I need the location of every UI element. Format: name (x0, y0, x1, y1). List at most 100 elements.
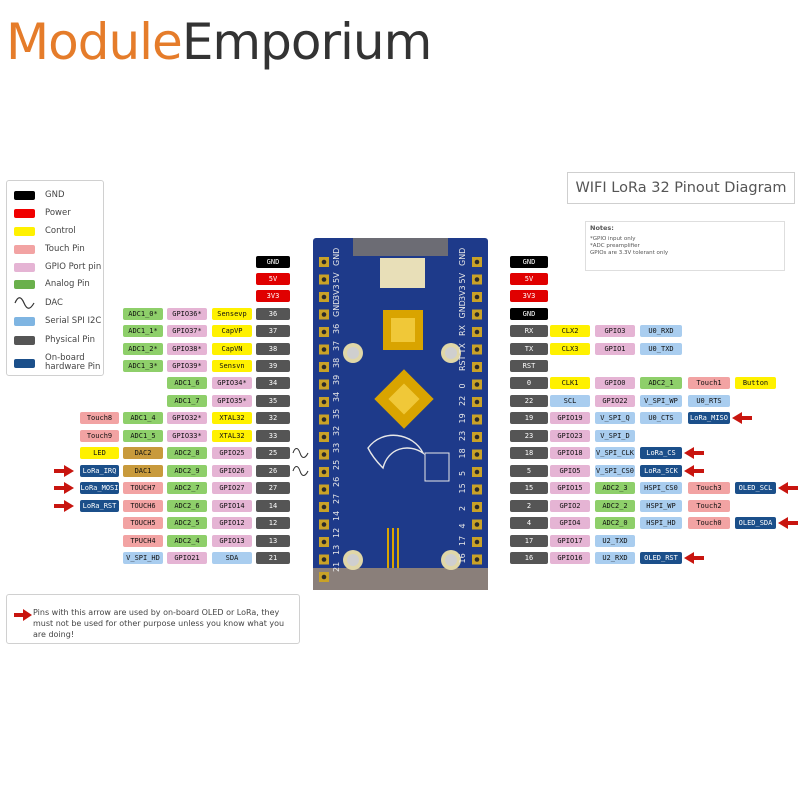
pin-label-gpio: GPIO33* (167, 430, 207, 442)
silkscreen-label: 36 (332, 324, 341, 334)
legend-swatch (14, 191, 35, 200)
pin-label-serial: V_SPI_D (595, 430, 635, 442)
pin-label-control: XTAL32 (212, 430, 252, 442)
silkscreen-label: 3V3 (332, 284, 341, 300)
pin-label-touch: TOUCH7 (123, 482, 163, 494)
legend-label: Analog Pin (45, 279, 90, 289)
legend-swatch (14, 227, 35, 236)
notes-line: *GPIO input only (590, 236, 636, 242)
pin-hole (321, 294, 327, 300)
pin-hole (321, 522, 327, 527)
silkscreen-label: 3V3 (458, 285, 467, 301)
warning-arrow-icon (14, 609, 32, 621)
pin-hole (474, 487, 480, 492)
pin-label-analog: ADC2_6 (167, 500, 207, 512)
pin-label-physical: 25 (256, 447, 290, 459)
legend-label: DAC (45, 298, 63, 308)
silkscreen-label: 33 (332, 443, 341, 453)
pin-label-physical: 2 (510, 500, 548, 512)
pin-label-onboard: LoRa_RST (80, 500, 119, 512)
silkscreen-label: 32 (332, 426, 341, 436)
pin-hole (474, 539, 480, 545)
onboard-arrow-icon (684, 552, 704, 564)
pin-label-control: CapVN (212, 343, 252, 355)
notes-line: *ADC preamplifier (590, 243, 640, 250)
pin-hole (321, 259, 327, 265)
antenna-trace (387, 528, 399, 568)
pin-label-serial: HSPI_CS0 (640, 482, 682, 494)
silkscreen-label: GND (458, 300, 467, 318)
pin-label-power: 3V3 (256, 290, 290, 302)
pin-label-physical: 16 (510, 552, 548, 564)
pin-label-serial: U0_RTS (688, 395, 730, 407)
pin-label-onboard: OLED_SDA (735, 517, 776, 529)
onboard-arrow-icon (54, 500, 74, 512)
silkscreen-label: 27 (332, 494, 341, 504)
pin-hole (321, 434, 327, 440)
pin-label-gpio: GPIO32* (167, 412, 207, 424)
pin-label-serial: U0_CTS (640, 412, 682, 424)
silkscreen-label: 25 (332, 460, 341, 470)
pin-label-onboard: LoRa_CS (640, 447, 682, 459)
pin-hole (474, 277, 480, 282)
silkscreen-label: 13 (332, 545, 341, 555)
pin-label-touch: Touch2 (688, 500, 730, 512)
dac-wave-icon (14, 297, 35, 309)
pin-label-serial: SCL (550, 395, 590, 407)
legend-label: Control (45, 226, 76, 236)
pin-label-onboard: LoRa_MOSI (80, 482, 119, 494)
logo-icon (367, 434, 425, 470)
pin-label-touch: TOUCH6 (123, 500, 163, 512)
pin-hole (474, 364, 480, 370)
pin-label-onboard: OLED_RST (640, 552, 682, 564)
pin-label-analog: ADC1_7 (167, 395, 207, 407)
pin-hole (474, 312, 480, 317)
pin-hole (321, 399, 327, 405)
pin-label-analog: ADC1_2* (123, 343, 163, 355)
pin-label-gpio: GPIO2 (550, 500, 590, 512)
pin-label-physical: 15 (510, 482, 548, 494)
pin-label-physical: 21 (256, 552, 290, 564)
legend-label: GPIO Port pin (45, 262, 102, 272)
pin-label-analog: ADC2_4 (167, 535, 207, 547)
pin-label-analog: ADC2_2 (595, 500, 635, 512)
pin-hole (474, 294, 480, 300)
pin-label-gnd: GND (510, 308, 548, 320)
pin-label-control: CapVP (212, 325, 252, 337)
onboard-arrow-icon (684, 465, 704, 477)
legend-swatch (14, 280, 35, 289)
legend-swatch (14, 263, 35, 272)
pin-hole (321, 539, 327, 545)
pin-label-gpio: GPIO17 (550, 535, 590, 547)
pin-label-analog: ADC2_5 (167, 517, 207, 529)
pin-label-gnd: GND (510, 256, 548, 268)
pin-label-gpio: GPIO39* (167, 360, 207, 372)
pin-label-serial: U0_RXD (640, 325, 682, 337)
pin-label-onboard: LoRa_MISO (688, 412, 730, 424)
pin-label-physical: 36 (256, 308, 290, 320)
mounting-hole-center (347, 347, 359, 359)
pin-label-analog: ADC2_9 (167, 465, 207, 477)
pin-label-physical: 19 (510, 412, 548, 424)
silkscreen-label: 15 (458, 483, 467, 493)
onboard-arrow-icon (54, 482, 74, 494)
pin-hole (321, 312, 327, 317)
legend-swatch (14, 359, 35, 368)
silkscreen-label: 19 (458, 413, 467, 423)
mounting-hole-center (445, 554, 457, 566)
pin-label-physical: 4 (510, 517, 548, 529)
legend-label: Physical Pin (45, 335, 95, 345)
pin-hole (321, 364, 327, 370)
silkscreen-label: 26 (332, 477, 341, 487)
onboard-arrow-icon (54, 465, 74, 477)
pin-label-touch: Touch3 (688, 482, 730, 494)
pin-label-control: Sensevp (212, 308, 252, 320)
pin-label-power: 3V3 (510, 290, 548, 302)
dac-wave-icon (292, 465, 309, 477)
legend-swatch (14, 317, 35, 326)
pin-label-gpio: GPIO21 (167, 552, 207, 564)
pin-hole (321, 574, 327, 580)
brand-part-2: Emporium (181, 13, 432, 71)
silkscreen-label: 38 (332, 358, 341, 368)
pin-label-physical: 23 (510, 430, 548, 442)
